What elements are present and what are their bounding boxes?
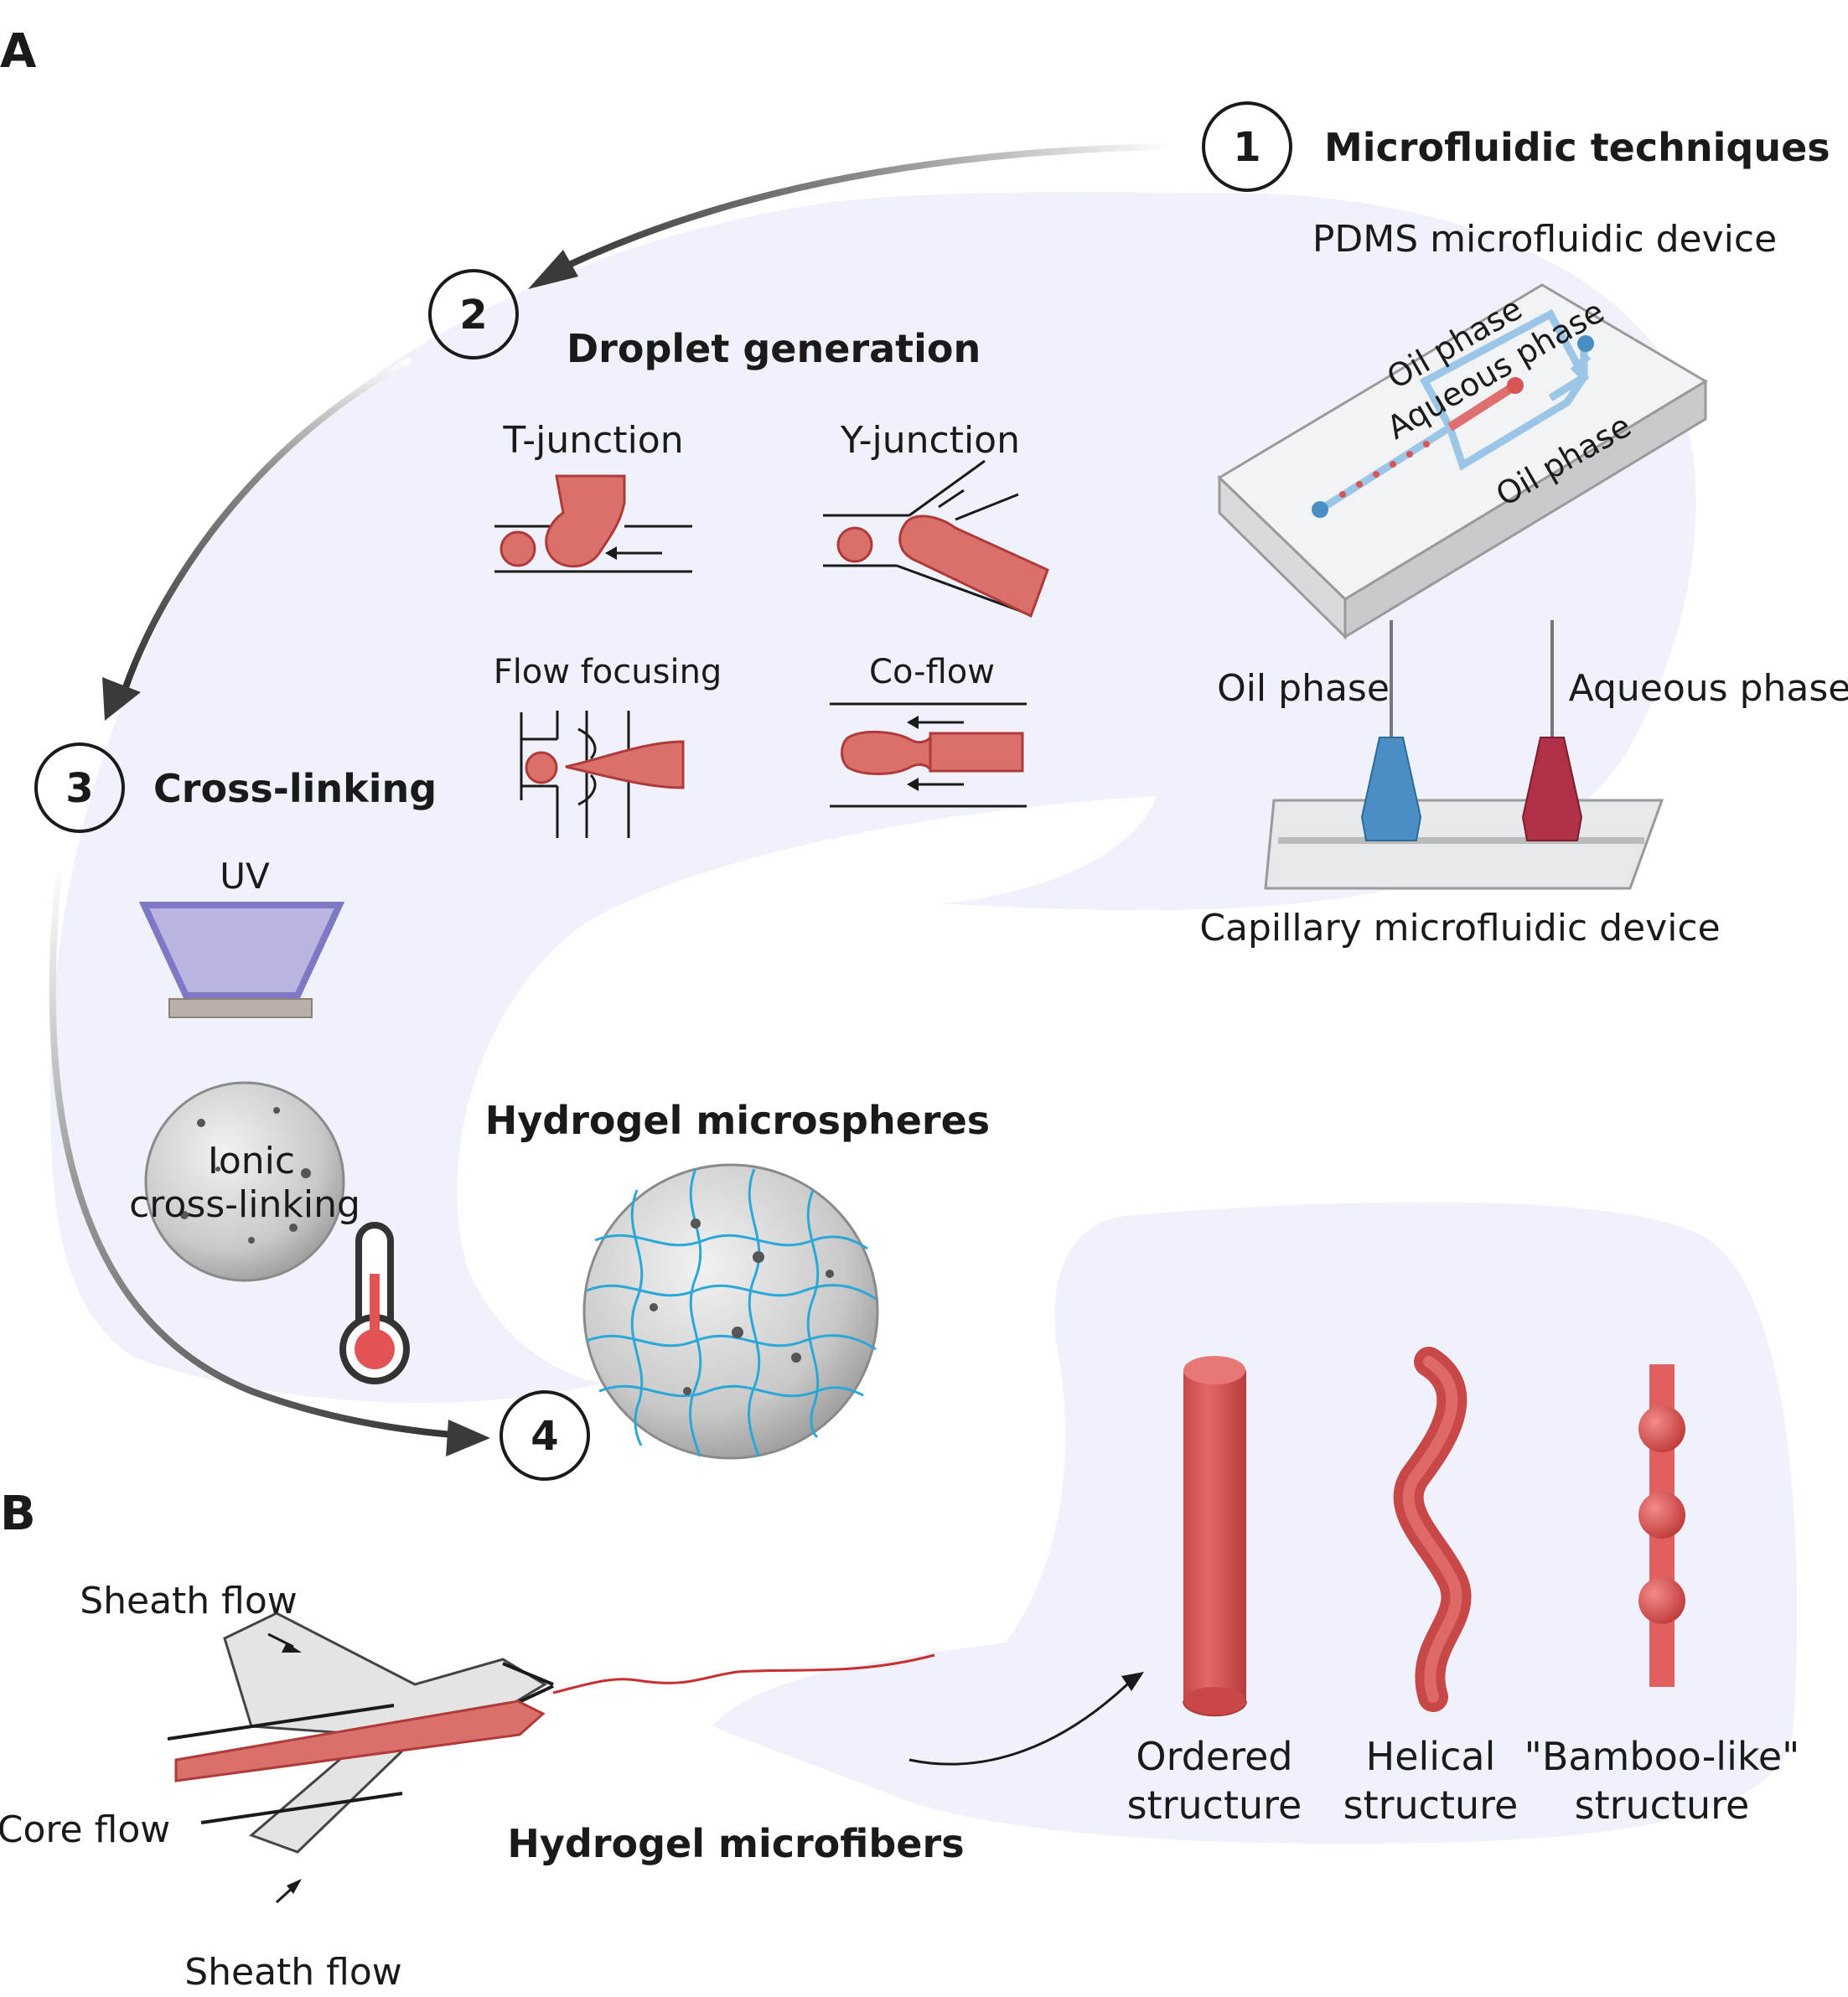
capillary-oil-label: Oil phase xyxy=(1217,667,1390,710)
step-4-badge: 4 xyxy=(500,1390,590,1481)
pdms-device-title: PDMS microfluidic device xyxy=(1312,218,1777,261)
sheath-flow-top-label: Sheath flow xyxy=(80,1580,298,1622)
helical-structure-line2: structure xyxy=(1343,1782,1519,1828)
method-co-flow-label: Co-flow xyxy=(869,653,995,691)
step-1-title: Microfluidic techniques xyxy=(1324,125,1830,170)
hydrogel-microsphere xyxy=(582,1163,879,1460)
thermometer-icon xyxy=(339,1222,410,1384)
panel-b-label: B xyxy=(0,1487,36,1541)
step-2-badge: 2 xyxy=(428,269,519,360)
y-junction-diagram xyxy=(823,459,1049,618)
method-y-junction-label: Y-junction xyxy=(840,419,1020,462)
arrow-head-step2 xyxy=(528,250,578,289)
uv-lamp-icon xyxy=(138,902,345,1018)
capillary-device-title: Capillary microfluidic device xyxy=(1199,907,1720,949)
arrow-step3-to-step4 xyxy=(49,871,453,1438)
method-flow-focusing-label: Flow focusing xyxy=(494,653,722,691)
ordered-structure-cylinder xyxy=(1183,1356,1247,1717)
co-flow-diagram xyxy=(830,702,1027,808)
ordered-structure-line2: structure xyxy=(1127,1782,1302,1828)
microfibers-title: Hydrogel microfibers xyxy=(507,1821,964,1866)
arrow-to-structures xyxy=(908,1683,1129,1766)
step-3-title: Cross-linking xyxy=(153,766,437,811)
panel-a-inner-cutout xyxy=(457,796,1157,1383)
bamboo-structure-line2: structure xyxy=(1575,1782,1750,1828)
arrow-step2-to-step3 xyxy=(122,357,412,689)
uv-label: UV xyxy=(220,856,270,897)
aqueous-needle-hub xyxy=(1521,737,1583,841)
ionic-label-line1: Ionic xyxy=(208,1140,295,1182)
helical-structure-fiber xyxy=(1393,1347,1472,1712)
microspheres-title: Hydrogel microspheres xyxy=(485,1098,990,1143)
capillary-aqueous-label: Aqueous phase xyxy=(1569,667,1848,710)
step-3-number: 3 xyxy=(65,765,93,812)
arrow-step1-to-step2 xyxy=(543,143,1170,280)
arrow-head-step4 xyxy=(446,1420,490,1456)
step-4-number: 4 xyxy=(531,1413,558,1460)
flow-focusing-diagram xyxy=(520,711,685,838)
step-1-badge: 1 xyxy=(1202,101,1292,192)
ordered-structure-line1: Ordered xyxy=(1136,1734,1292,1779)
bamboo-structure-fiber xyxy=(1638,1364,1685,1687)
arrow-head-step3 xyxy=(102,677,141,721)
step-2-number: 2 xyxy=(459,292,487,339)
oil-needle-hub xyxy=(1360,737,1422,841)
capillary-device xyxy=(1264,620,1664,890)
ionic-crosslinking-sphere xyxy=(144,1081,345,1282)
panel-b-background xyxy=(712,1202,1798,1844)
bamboo-structure-line1: "Bamboo-like" xyxy=(1524,1734,1800,1779)
method-t-junction-label: T-junction xyxy=(502,419,683,462)
core-flow-label: Core flow xyxy=(0,1808,170,1851)
helical-structure-line1: Helical xyxy=(1366,1734,1496,1779)
step-2-title: Droplet generation xyxy=(567,326,981,371)
step-1-number: 1 xyxy=(1233,124,1260,171)
t-junction-diagram xyxy=(494,474,692,573)
step-3-badge: 3 xyxy=(34,742,125,833)
ionic-label-line2: cross-linking xyxy=(129,1183,360,1226)
arrow-head-structures xyxy=(1121,1672,1144,1691)
pdms-chip xyxy=(1217,283,1708,640)
panel-a-label: A xyxy=(0,24,37,79)
microfiber-device xyxy=(167,1612,935,1904)
sheath-flow-bottom-label: Sheath flow xyxy=(184,1951,402,1994)
